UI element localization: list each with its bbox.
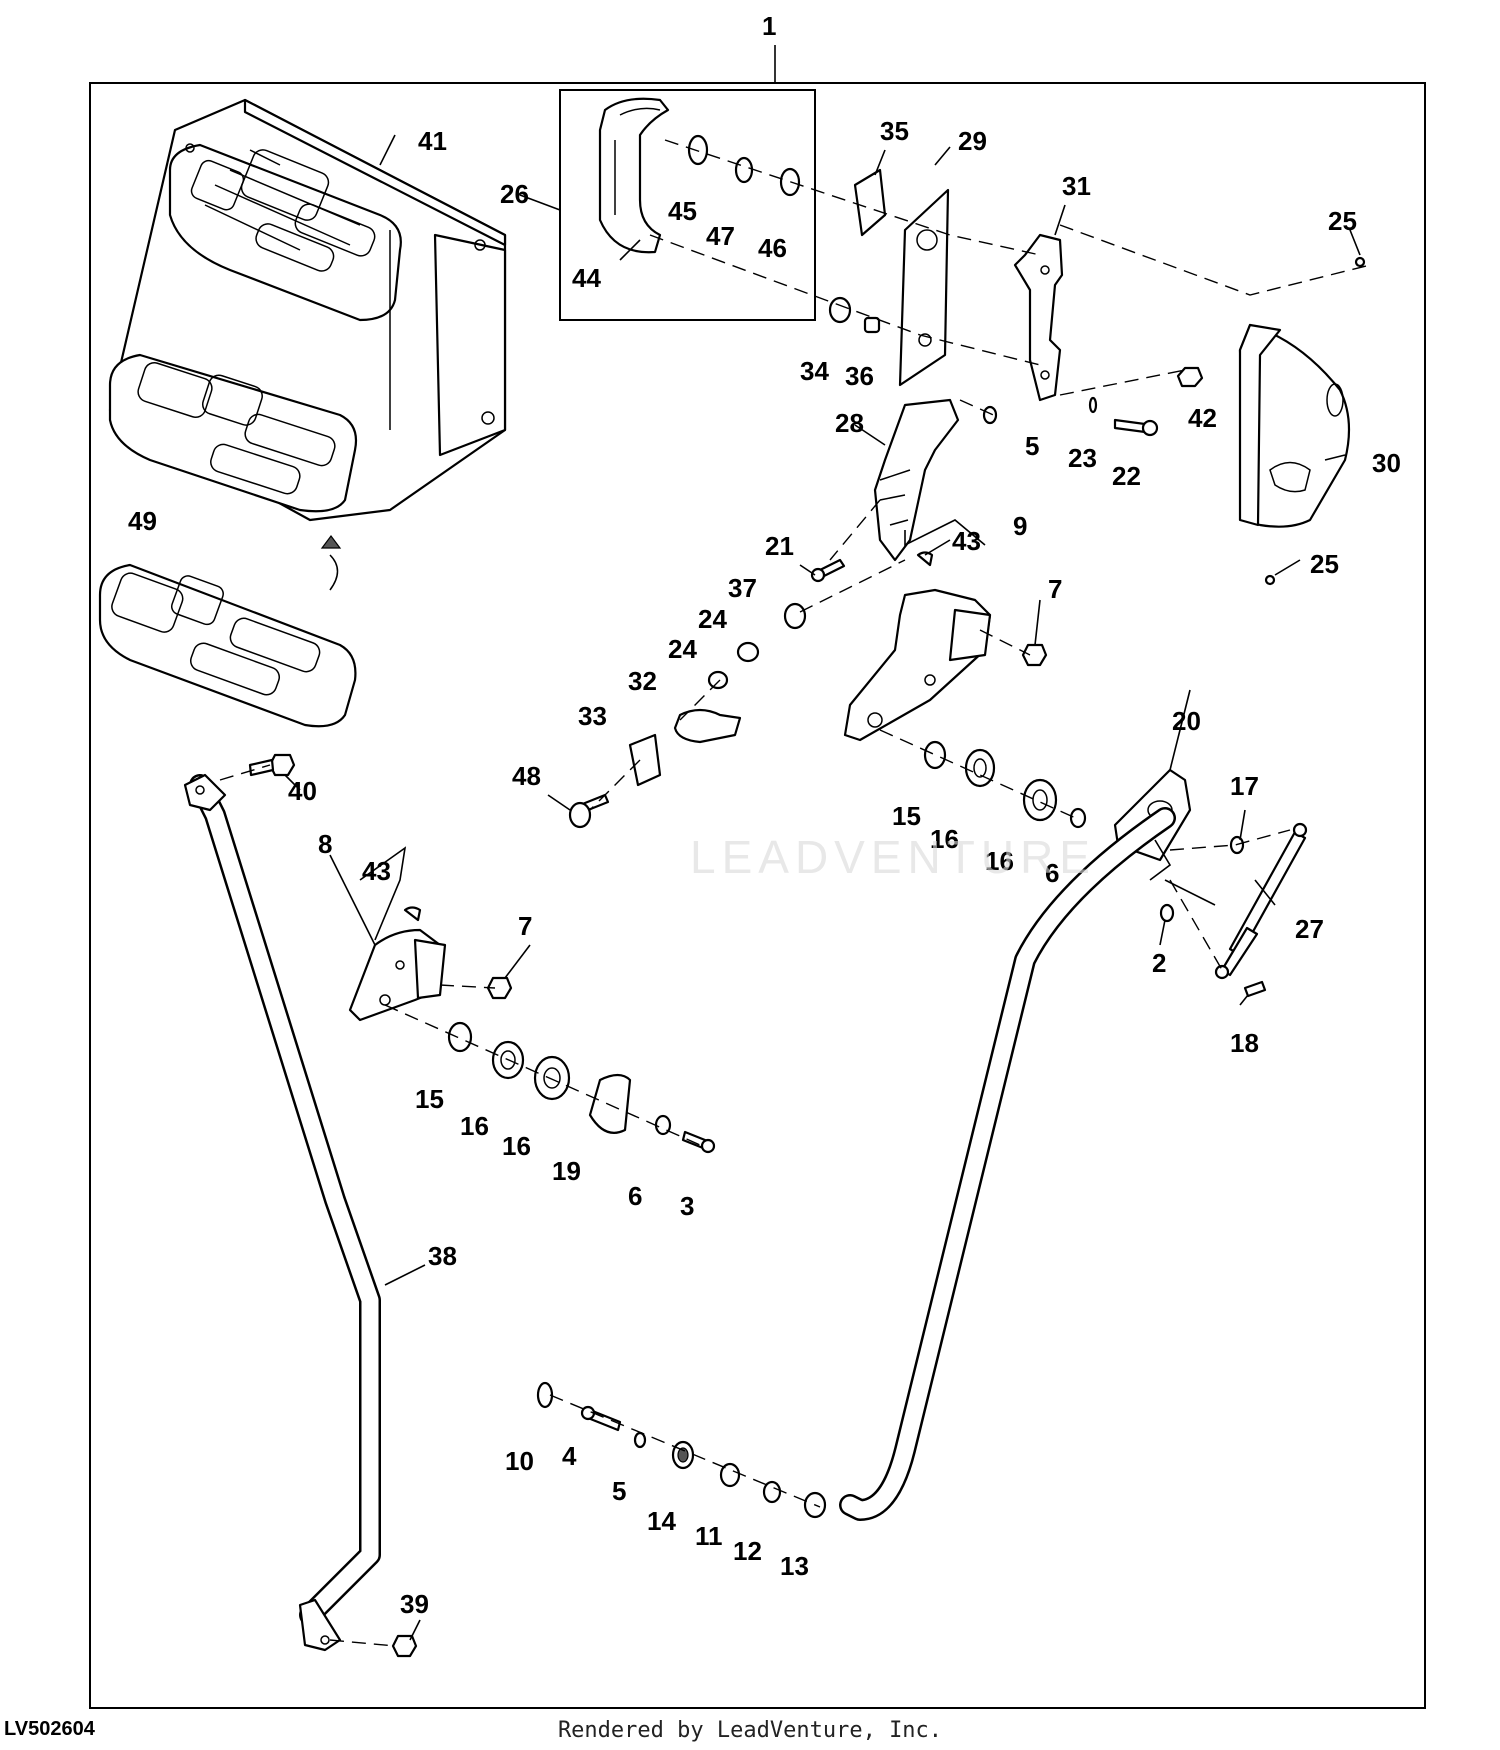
- callout-33: 33: [578, 701, 607, 731]
- callout-15a: 15: [892, 801, 921, 831]
- callout-16d: 16: [502, 1131, 531, 1161]
- latch-hardware: [707, 558, 846, 690]
- callout-13: 13: [780, 1551, 809, 1581]
- callout-49: 49: [128, 506, 157, 536]
- clip-clamp-parts: [568, 708, 742, 829]
- handle-kit-box-part-26: [559, 89, 816, 321]
- callout-28: 28: [835, 408, 864, 438]
- callout-31: 31: [1062, 171, 1091, 201]
- callout-11: 11: [695, 1521, 723, 1551]
- callout-10: 10: [505, 1446, 534, 1476]
- callout-39: 39: [400, 1589, 429, 1619]
- watermark: LEADVENTURE: [690, 831, 1096, 883]
- callout-29: 29: [958, 126, 987, 156]
- assembly-lines: [219, 139, 1371, 1647]
- callout-32: 32: [628, 666, 657, 696]
- drawing-id: LV502604: [4, 1718, 95, 1740]
- callout-37: 37: [728, 573, 757, 603]
- step-pad-part-49: [98, 535, 357, 728]
- handle-hardware: [687, 134, 881, 334]
- callout-3: 3: [680, 1191, 694, 1221]
- callout-36: 36: [845, 361, 874, 391]
- latch-part-28: [873, 398, 960, 562]
- callout-16c: 16: [460, 1111, 489, 1141]
- callout-12: 12: [733, 1536, 762, 1566]
- callout-15b: 15: [415, 1084, 444, 1114]
- callout-44: 44: [572, 263, 601, 293]
- hinge-bracket-part-8: [348, 906, 513, 1022]
- callout-4: 4: [562, 1441, 577, 1471]
- callout-30: 30: [1372, 448, 1401, 478]
- callout-27: 27: [1295, 914, 1324, 944]
- callout-6a: 6: [1045, 858, 1059, 888]
- callout-24b: 24: [668, 634, 697, 664]
- plate-parts-35-29: [853, 168, 950, 387]
- callout-23: 23: [1068, 443, 1097, 473]
- callout-16b: 16: [985, 846, 1014, 876]
- washers-left: [447, 1021, 716, 1154]
- callout-46: 46: [758, 233, 787, 263]
- callout-43a: 43: [952, 526, 981, 556]
- callout-17: 17: [1230, 771, 1259, 801]
- callout-9: 9: [1013, 511, 1027, 541]
- callout-47: 47: [706, 221, 735, 251]
- callout-25a: 25: [1328, 206, 1357, 236]
- callout-24a: 24: [698, 604, 727, 634]
- handrail-part-38: [183, 753, 418, 1658]
- callout-21: 21: [765, 531, 794, 561]
- bracket-part-31: [1013, 233, 1064, 402]
- step-assembly-part-41: [108, 98, 507, 522]
- callout-19: 19: [552, 1156, 581, 1186]
- callout-34: 34: [800, 356, 829, 386]
- callout-40: 40: [288, 776, 317, 806]
- callout-2: 2: [1152, 948, 1166, 978]
- callout-48: 48: [512, 761, 541, 791]
- hinge-bracket-part-9: [843, 551, 1048, 742]
- callout-43b: 43: [362, 856, 391, 886]
- leader-lines: [284, 45, 1361, 1641]
- cover-part-30: [1238, 256, 1366, 586]
- grab-handle-part-44: [598, 97, 670, 254]
- callout-18: 18: [1230, 1028, 1259, 1058]
- callout-45: 45: [668, 196, 697, 226]
- callout-5b: 5: [612, 1476, 626, 1506]
- callout-labels: 1 2 3 4 5 5 6 6 7 7 8 9 10 11 12 13 14 1…: [128, 11, 1401, 1619]
- callout-25b: 25: [1310, 549, 1339, 579]
- render-credit: Rendered by LeadVenture, Inc.: [557, 1718, 943, 1743]
- callout-26: 26: [500, 179, 529, 209]
- callout-16a: 16: [930, 824, 959, 854]
- callout-38: 38: [428, 1241, 457, 1271]
- callout-35: 35: [880, 116, 909, 146]
- washers-right: [923, 740, 1087, 829]
- callout-6b: 6: [628, 1181, 642, 1211]
- callout-7b: 7: [518, 911, 532, 941]
- callout-42: 42: [1188, 403, 1217, 433]
- callout-7a: 7: [1048, 574, 1062, 604]
- callout-8: 8: [318, 829, 332, 859]
- handrail-right: [839, 807, 1176, 1521]
- callout-20: 20: [1172, 706, 1201, 736]
- gas-spring-part-27: [1159, 822, 1308, 998]
- callout-14: 14: [647, 1506, 676, 1536]
- bolt-hardware-group-top: [982, 366, 1204, 437]
- callout-22: 22: [1112, 461, 1141, 491]
- callout-5a: 5: [1025, 431, 1039, 461]
- callout-41: 41: [418, 126, 447, 156]
- diagram-frame: [89, 82, 1426, 1709]
- callout-1: 1: [762, 11, 776, 41]
